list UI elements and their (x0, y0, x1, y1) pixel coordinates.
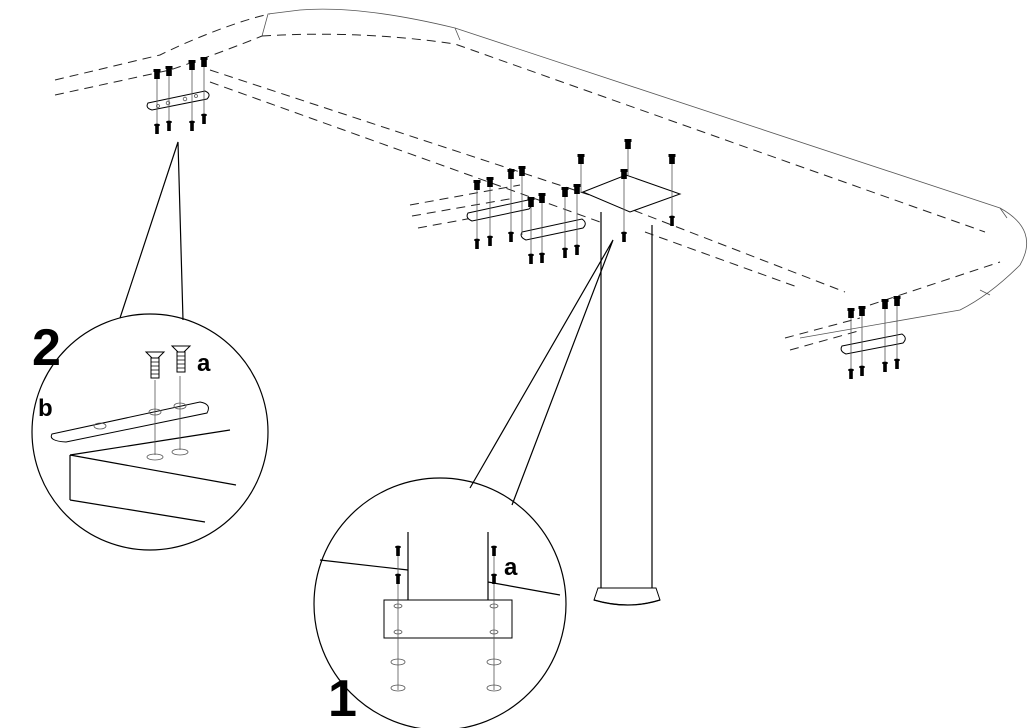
bracket-icon (50, 401, 209, 443)
detail-callout-2: 2 a b (31, 141, 269, 551)
label-bracket-b: b (38, 395, 53, 422)
table-leg-icon (593, 212, 661, 606)
label-screw-a: a (197, 350, 211, 377)
bracket-assembly-center (466, 166, 586, 264)
label-screw-a: a (504, 554, 518, 581)
leg-mounting-plate (577, 139, 682, 242)
callout-number-1: 1 (328, 670, 357, 728)
bracket-assembly-right (840, 296, 906, 379)
screw-icon (395, 545, 497, 584)
bracket-assembly-left (146, 57, 210, 134)
detail-callout-1: 1 a (313, 239, 614, 728)
callout-number-2: 2 (32, 319, 61, 377)
tabletop-outline (54, 8, 1028, 351)
mounting-plate-icon (383, 599, 513, 639)
screw-icon (144, 345, 192, 379)
